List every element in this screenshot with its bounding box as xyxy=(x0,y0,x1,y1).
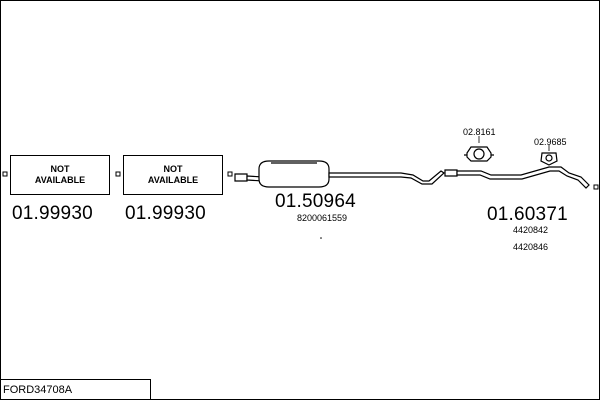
hanger-8161-icon xyxy=(464,136,494,162)
accessory-number: 02.9685 xyxy=(534,137,567,147)
part-number: 01.60371 xyxy=(487,204,568,225)
accessory-number: 02.8161 xyxy=(463,127,496,137)
connector-marker xyxy=(115,171,121,177)
connector-marker xyxy=(593,184,599,190)
rear-silencer xyxy=(444,166,590,189)
part-number: 01.99930 xyxy=(125,203,206,224)
connector-marker xyxy=(2,171,8,177)
connector-marker xyxy=(227,171,233,177)
not-available-box: NOT AVAILABLE xyxy=(10,155,110,195)
clamp-9685-icon xyxy=(540,145,558,166)
not-available-box: NOT AVAILABLE xyxy=(123,155,223,195)
middle-silencer xyxy=(234,160,445,188)
diagram-code: FORD34708A xyxy=(1,379,151,399)
part-number: 01.99930 xyxy=(12,203,93,224)
oem-reference: 4420842 xyxy=(513,225,549,235)
part-number: 01.50964 xyxy=(275,191,356,212)
dot-mark xyxy=(320,237,322,239)
oem-reference: 8200061559 xyxy=(297,213,348,223)
oem-reference: 4420846 xyxy=(513,242,549,252)
